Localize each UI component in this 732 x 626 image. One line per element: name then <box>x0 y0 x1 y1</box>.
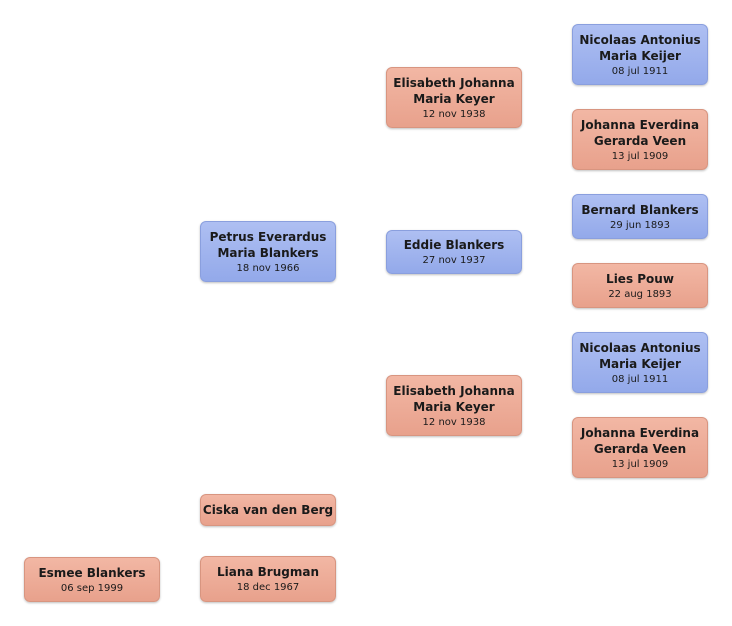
person-birth-date: 08 jul 1911 <box>611 373 669 385</box>
person-birth-date: 27 nov 1937 <box>422 255 486 266</box>
person-card-elisabeth-keyer-bottom[interactable]: Elisabeth Johanna Maria Keyer 12 nov 193… <box>386 375 522 436</box>
person-birth-date: 22 aug 1893 <box>608 288 672 300</box>
person-birth-date: 12 nov 1938 <box>422 108 486 120</box>
person-card-liana-brugman[interactable]: Liana Brugman 18 dec 1967 <box>200 556 336 602</box>
person-name: Eddie Blankers <box>403 238 505 252</box>
person-card-johanna-veen-bottom[interactable]: Johanna Everdina Gerarda Veen 13 jul 190… <box>572 417 708 478</box>
person-name-line2: Maria Keyer <box>413 91 495 106</box>
person-birth-date: 29 jun 1893 <box>610 219 670 231</box>
person-name: Liana Brugman <box>216 565 320 579</box>
person-name-line1: Elisabeth Johanna <box>393 75 515 90</box>
person-card-lies-pouw[interactable]: Lies Pouw 22 aug 1893 <box>572 263 708 308</box>
person-name-line1: Elisabeth Johanna <box>393 383 515 398</box>
person-card-esmee-blankers[interactable]: Esmee Blankers 06 sep 1999 <box>24 557 160 602</box>
person-birth-date: 18 dec 1967 <box>236 582 300 593</box>
person-name-line1: Nicolaas Antonius <box>579 32 701 47</box>
person-card-nicolaas-keijer-top[interactable]: Nicolaas Antonius Maria Keijer 08 jul 19… <box>572 24 708 85</box>
person-name-line1: Johanna Everdina <box>580 425 700 440</box>
person-card-petrus-blankers[interactable]: Petrus Everardus Maria Blankers 18 nov 1… <box>200 221 336 282</box>
person-name: Esmee Blankers <box>38 565 146 580</box>
person-name: Bernard Blankers <box>581 202 699 217</box>
person-name-line2: Maria Blankers <box>217 245 319 260</box>
person-name-line1: Petrus Everardus <box>209 229 327 244</box>
person-card-bernard-blankers[interactable]: Bernard Blankers 29 jun 1893 <box>572 194 708 239</box>
person-name-line2: Maria Keyer <box>413 399 495 414</box>
person-name-line2: Gerarda Veen <box>593 133 687 148</box>
person-birth-date: 13 jul 1909 <box>611 150 669 162</box>
person-name-line2: Gerarda Veen <box>593 441 687 456</box>
person-card-johanna-veen-top[interactable]: Johanna Everdina Gerarda Veen 13 jul 190… <box>572 109 708 170</box>
person-name-line1: Nicolaas Antonius <box>579 340 701 355</box>
person-card-ciska-van-den-berg[interactable]: Ciska van den Berg <box>200 494 336 526</box>
person-birth-date: 18 nov 1966 <box>236 262 300 274</box>
person-card-nicolaas-keijer-bottom[interactable]: Nicolaas Antonius Maria Keijer 08 jul 19… <box>572 332 708 393</box>
person-name-line2: Maria Keijer <box>599 48 681 63</box>
person-card-elisabeth-keyer-top[interactable]: Elisabeth Johanna Maria Keyer 12 nov 193… <box>386 67 522 128</box>
person-birth-date: 13 jul 1909 <box>611 458 669 470</box>
person-name: Lies Pouw <box>606 271 674 286</box>
person-name: Ciska van den Berg <box>202 503 334 517</box>
person-birth-date: 12 nov 1938 <box>422 416 486 428</box>
person-birth-date: 08 jul 1911 <box>611 65 669 77</box>
person-card-eddie-blankers[interactable]: Eddie Blankers 27 nov 1937 <box>386 230 522 274</box>
person-birth-date: 06 sep 1999 <box>60 582 124 594</box>
person-name-line1: Johanna Everdina <box>580 117 700 132</box>
person-name-line2: Maria Keijer <box>599 356 681 371</box>
